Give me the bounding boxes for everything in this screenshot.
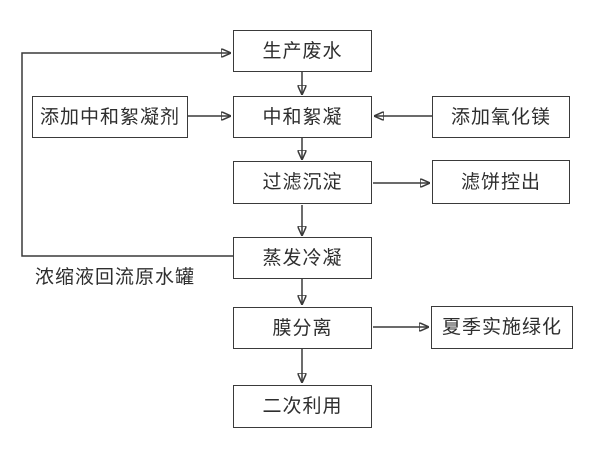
node-production-wastewater: 生产废水: [233, 30, 372, 72]
recycle-loop-label: 浓缩液回流原水罐: [35, 267, 196, 288]
arrow-recycle-loop-evaporation-to-wastewater: [21, 53, 233, 257]
node-evaporation-condensation: 蒸发冷凝: [233, 237, 372, 279]
node-secondary-use: 二次利用: [233, 385, 372, 428]
node-neutralization-flocculation: 中和絮凝: [233, 96, 372, 138]
node-add-neutralizing-flocculant: 添加中和絮凝剂: [32, 96, 188, 138]
node-membrane-separation: 膜分离: [233, 307, 372, 349]
node-summer-greening: 夏季实施绿化: [431, 306, 573, 349]
node-filter-cake-removal: 滤饼控出: [432, 160, 570, 204]
node-filtration-sedimentation: 过滤沉淀: [233, 161, 372, 204]
node-add-magnesium-oxide: 添加氧化镁: [432, 96, 570, 138]
